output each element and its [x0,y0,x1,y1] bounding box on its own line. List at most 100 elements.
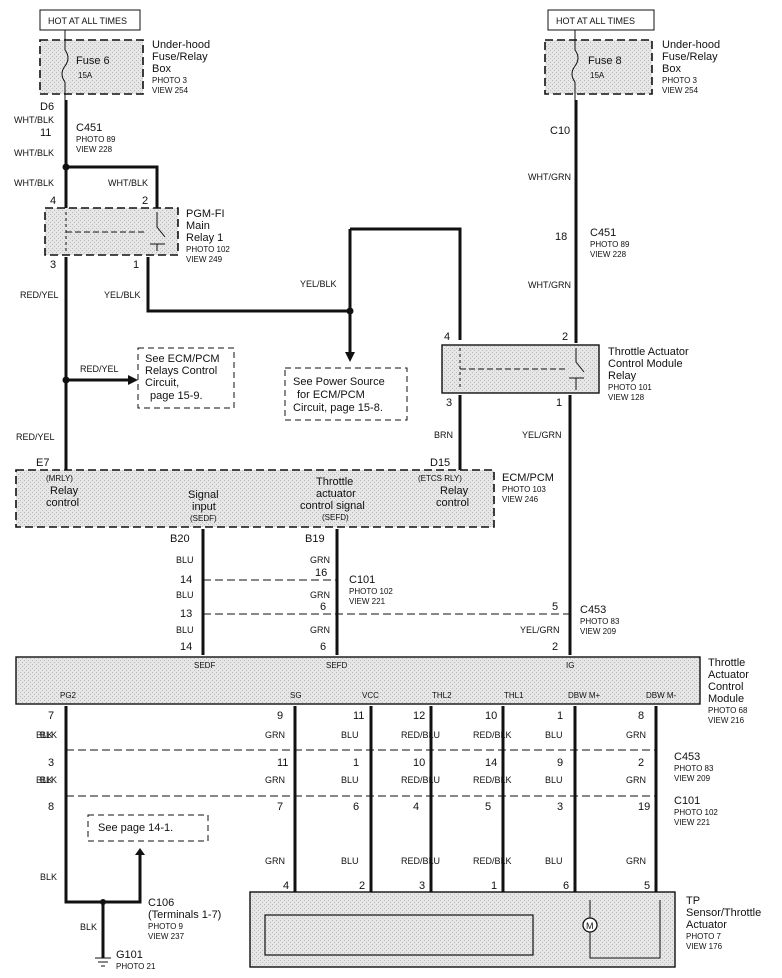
blk-label-2: BLK [40,775,57,785]
svg-text:PHOTO 102: PHOTO 102 [674,808,718,817]
pin-row3-5: 3 [557,801,563,813]
svg-text:for ECM/PCM: for ECM/PCM [297,389,365,401]
hot-label-right: HOT AT ALL TIMES [547,9,655,31]
svg-text:2: 2 [552,641,558,653]
tacm-title-4: Module [708,693,744,705]
svg-text:BLU: BLU [176,590,194,600]
svg-text:BRN: BRN [434,430,453,440]
svg-text:VIEW 237: VIEW 237 [148,932,185,941]
svg-text:See Power Source: See Power Source [293,376,385,388]
color-row2-2: BLU [341,775,359,785]
connector-c453-bottom: C453 [674,751,700,763]
svg-text:PHOTO 68: PHOTO 68 [708,706,748,715]
svg-text:6: 6 [320,641,326,653]
svg-text:(Terminals 1-7): (Terminals 1-7) [148,909,221,921]
svg-text:1: 1 [133,259,139,271]
svg-text:2: 2 [142,195,148,207]
svg-text:HOT AT ALL TIMES: HOT AT ALL TIMES [48,16,127,26]
fuse-box-left [39,39,144,95]
tacm-relay-title-1: Throttle Actuator [608,346,689,358]
connector-c453-top: C453 [580,604,606,616]
fuse8-label: Fuse 8 [588,55,622,67]
color-row1-3: RED/BLU [401,730,440,740]
tacm-module [15,656,701,705]
pin-row3-4: 5 [485,801,491,813]
svg-text:Signal: Signal [188,489,219,501]
svg-text:4: 4 [444,331,450,343]
pin-row1-4: 10 [485,710,497,722]
tacm-title-2: Actuator [708,669,749,681]
color-row1-5: BLU [545,730,563,740]
svg-text:PHOTO 102: PHOTO 102 [186,245,230,254]
svg-text:THL1: THL1 [504,691,524,700]
svg-text:5: 5 [552,601,558,613]
svg-text:RED/YEL: RED/YEL [16,432,55,442]
svg-text:control signal: control signal [300,500,365,512]
svg-text:11: 11 [40,127,51,139]
pin-row2-2: 1 [353,757,359,769]
pin-row1-1: 9 [277,710,283,722]
tp-title-3: Actuator [686,919,727,931]
svg-text:BLU: BLU [176,555,194,565]
svg-text:Circuit,: Circuit, [145,377,179,389]
note-page-14[interactable] [87,814,209,842]
svg-text:PHOTO 103: PHOTO 103 [502,485,546,494]
color-row2-4: RED/BLK [473,775,512,785]
svg-text:THL2: THL2 [432,691,452,700]
pin-row1-0: 7 [48,710,54,722]
svg-text:PHOTO 21: PHOTO 21 [116,962,156,971]
tacm-relay-title-2: Control Module [608,358,683,370]
svg-text:VIEW 209: VIEW 209 [580,627,617,636]
blk-label-1: BLK [40,730,57,740]
svg-text:4: 4 [50,195,56,207]
svg-text:14: 14 [180,574,192,586]
svg-text:D15: D15 [430,457,450,469]
pin-row2-1: 11 [277,757,288,769]
ecm-pcm-box [15,469,495,528]
connector-c451-left: C451 [76,122,102,134]
svg-text:actuator: actuator [316,488,356,500]
svg-text:PHOTO 9: PHOTO 9 [148,922,184,931]
svg-text:control: control [46,497,79,509]
svg-text:E7: E7 [36,457,49,469]
note-power-source[interactable] [284,367,408,421]
pin-row3-0: 8 [48,801,54,813]
svg-text:YEL/GRN: YEL/GRN [520,625,560,635]
svg-text:VIEW 216: VIEW 216 [708,716,745,725]
svg-text:RED/YEL: RED/YEL [80,364,119,374]
ecm-pcm-title: ECM/PCM [502,472,554,484]
svg-text:B20: B20 [170,533,190,545]
svg-text:SEFD: SEFD [326,661,348,670]
pin-row1-6: 8 [638,710,644,722]
color-row2-1: GRN [265,775,285,785]
svg-text:3: 3 [446,397,452,409]
svg-text:GRN: GRN [310,555,330,565]
svg-text:18: 18 [555,231,567,243]
pin-row3-3: 4 [413,801,419,813]
pgm-relay-title-1: PGM-FI [186,208,225,220]
svg-text:control: control [436,497,469,509]
tp-pin-6: 5 [644,880,650,892]
fusebox-left-title-2: Fuse/Relay [152,51,208,63]
fuse-box-right [544,39,653,95]
svg-text:SEDF: SEDF [194,661,215,670]
hot-label-left: HOT AT ALL TIMES [39,9,141,31]
fusebox-right-title-2: Fuse/Relay [662,51,718,63]
svg-text:PHOTO 102: PHOTO 102 [349,587,393,596]
fuse6-rating: 15A [78,71,93,80]
svg-text:DBW M-: DBW M- [646,691,677,700]
color-row1-4: RED/BLK [473,730,512,740]
note-ecm-relays[interactable] [137,347,235,409]
connector-c451-right: C451 [590,227,616,239]
svg-text:See ECM/PCM: See ECM/PCM [145,353,220,365]
svg-text:VIEW 228: VIEW 228 [590,250,627,259]
fusebox-right-title-1: Under-hood [662,39,720,51]
tp-pin-4: 1 [491,880,497,892]
color-row3-6: GRN [626,856,646,866]
fusebox-left-title-1: Under-hood [152,39,210,51]
svg-text:DBW M+: DBW M+ [568,691,601,700]
svg-text:WHT/GRN: WHT/GRN [528,280,571,290]
connector-c101-bottom: C101 [674,795,700,807]
fusebox-left-photo: PHOTO 3 [152,76,188,85]
